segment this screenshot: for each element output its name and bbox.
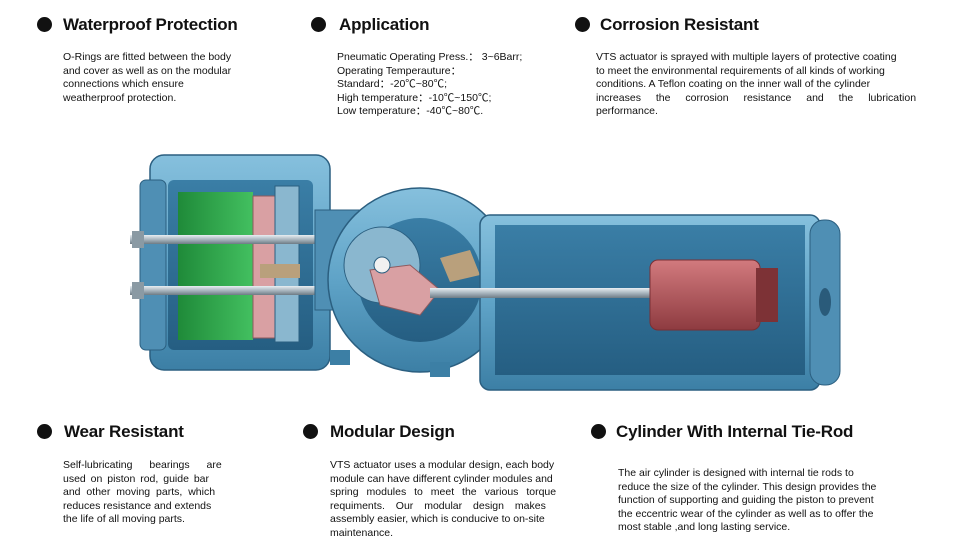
bullet-icon (303, 424, 318, 439)
feature-description: VTS actuator uses a modular design, each… (330, 459, 557, 539)
bullet-icon (37, 17, 52, 32)
feature-title: Cylinder With Internal Tie-Rod (616, 422, 854, 441)
bullet-icon (575, 17, 590, 32)
feature-description: Pneumatic Operating Press.： 3~6Barr; Ope… (337, 51, 523, 118)
feature-title: Waterproof Protection (63, 15, 238, 34)
pneumatic-actuator-cutaway-icon (130, 154, 841, 391)
feature-description: The air cylinder is designed with intern… (618, 467, 877, 534)
feature-title: Wear Resistant (64, 422, 184, 441)
feature-title: Corrosion Resistant (600, 15, 759, 34)
feature-title: Modular Design (330, 422, 455, 441)
feature-description: O-Rings are fitted between the body and … (63, 51, 232, 104)
bullet-icon (311, 17, 326, 32)
feature-description: Self-lubricating bearings are used on pi… (63, 459, 222, 526)
feature-description: VTS actuator is sprayed with multiple la… (596, 51, 917, 118)
bullet-icon (37, 424, 52, 439)
bullet-icon (591, 424, 606, 439)
feature-title: Application (339, 15, 430, 34)
